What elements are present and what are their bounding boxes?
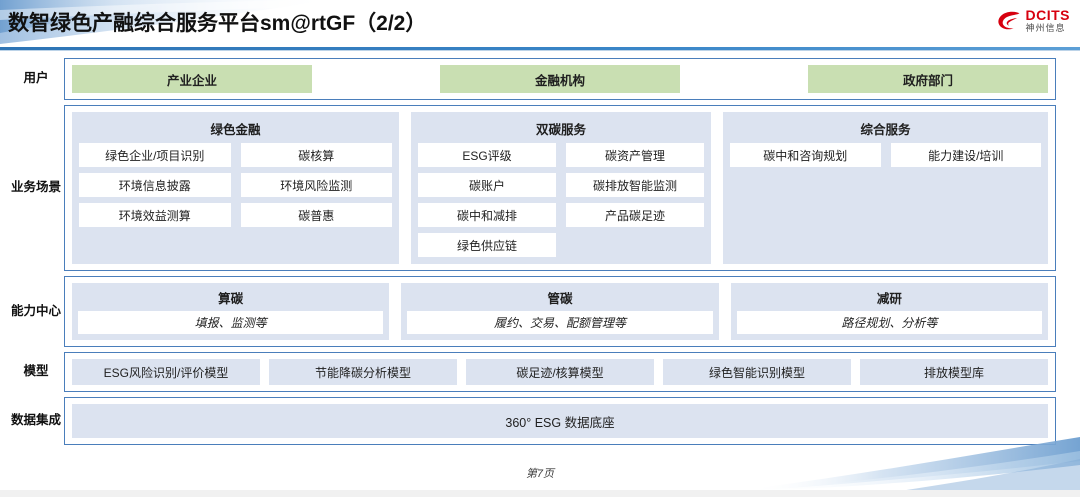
scenario-group-title: 综合服务 xyxy=(860,123,911,137)
model-box-carbon-footprint[interactable]: 碳足迹/核算模型 xyxy=(466,359,654,385)
model-box-esg-risk[interactable]: ESG风险识别/评价模型 xyxy=(72,359,260,385)
capability-group-desc: 填报、监测等 xyxy=(78,311,384,334)
scenario-item[interactable]: 碳普惠 xyxy=(240,203,392,227)
scenario-item[interactable]: 环境效益测算 xyxy=(79,203,231,227)
scenario-item[interactable]: 碳账户 xyxy=(418,173,556,197)
layer-row-users: 用户 产业企业 金融机构 政府部门 xyxy=(8,58,1056,100)
scenario-item[interactable]: 碳排放智能监测 xyxy=(566,173,704,197)
capability-group-title: 管碳 xyxy=(547,292,573,306)
capability-group-emission-reduction[interactable]: 减研 路径规划、分析等 xyxy=(730,283,1048,340)
row-body-capability-center: 算碳 填报、监测等 管碳 履约、交易、配额管理等 减研 路径规划、分析等 xyxy=(64,276,1056,347)
capability-group-list: 算碳 填报、监测等 管碳 履约、交易、配额管理等 减研 路径规划、分析等 xyxy=(72,283,1048,340)
brand-logo: DCITS 神州信息 xyxy=(996,8,1071,33)
title-divider-secondary xyxy=(0,50,1080,51)
model-box-list: ESG风险识别/评价模型 节能降碳分析模型 碳足迹/核算模型 绿色智能识别模型 … xyxy=(72,359,1048,385)
scenario-item[interactable]: 环境风险监测 xyxy=(240,173,392,197)
scenario-item[interactable]: 绿色供应链 xyxy=(418,233,556,257)
row-label-users: 用户 xyxy=(23,71,49,86)
scenario-group-comprehensive: 综合服务 碳中和咨询规划 能力建设/培训 xyxy=(723,112,1048,264)
logo-name: DCITS xyxy=(1025,7,1070,23)
row-body-users: 产业企业 金融机构 政府部门 xyxy=(64,58,1056,100)
capability-group-desc: 路径规划、分析等 xyxy=(736,311,1042,334)
logo-wordmark: DCITS 神州信息 xyxy=(1026,8,1071,33)
scenario-group-green-finance: 绿色金融 绿色企业/项目识别 碳核算 环境信息披露 环境风险监测 环境效益测算 … xyxy=(72,112,399,264)
scenario-group-title: 双碳服务 xyxy=(535,123,586,137)
scenario-item[interactable]: 绿色企业/项目识别 xyxy=(79,143,231,167)
scenario-item[interactable]: 碳核算 xyxy=(240,143,392,167)
bottom-strip xyxy=(0,490,1080,497)
layer-row-capability-center: 能力中心 算碳 填报、监测等 管碳 履约、交易、配额管理等 减研 路径规划、分析… xyxy=(8,276,1056,347)
architecture-layers: 用户 产业企业 金融机构 政府部门 业务场景 绿色金融 绿色企业/项目识别 xyxy=(8,58,1056,450)
row-label-data-integration: 数据集成 xyxy=(10,413,61,428)
scenario-item-spacer xyxy=(730,173,881,197)
scenario-group-list: 绿色金融 绿色企业/项目识别 碳核算 环境信息披露 环境风险监测 环境效益测算 … xyxy=(72,112,1048,264)
logo-subtitle: 神州信息 xyxy=(1025,23,1066,33)
layer-row-data-integration: 数据集成 360° ESG 数据底座 xyxy=(8,397,1056,445)
scenario-item[interactable]: 环境信息披露 xyxy=(79,173,231,197)
row-label-model: 模型 xyxy=(23,364,49,379)
scenario-item-spacer xyxy=(891,173,1042,197)
user-box-industry[interactable]: 产业企业 xyxy=(72,65,312,93)
scenario-item-list: ESG评级 碳资产管理 碳账户 碳排放智能监测 碳中和减排 产品碳足迹 绿色供应… xyxy=(418,143,704,257)
scenario-item[interactable]: 能力建设/培训 xyxy=(890,143,1041,167)
capability-group-carbon-management[interactable]: 管碳 履约、交易、配额管理等 xyxy=(401,283,719,340)
scenario-item-spacer xyxy=(566,233,704,257)
scenario-item-spacer xyxy=(891,233,1042,257)
row-body-business-scenario: 绿色金融 绿色企业/项目识别 碳核算 环境信息披露 环境风险监测 环境效益测算 … xyxy=(64,105,1056,271)
scenario-item-list: 绿色企业/项目识别 碳核算 环境信息披露 环境风险监测 环境效益测算 碳普惠 xyxy=(79,143,392,257)
page-title: 数智绿色产融综合服务平台sm@rtGF（2/2） xyxy=(8,12,427,35)
scenario-item[interactable]: ESG评级 xyxy=(418,143,556,167)
scenario-item[interactable]: 碳资产管理 xyxy=(566,143,704,167)
scenario-item[interactable]: 碳中和减排 xyxy=(418,203,556,227)
scenario-item[interactable]: 碳中和咨询规划 xyxy=(730,143,881,167)
row-body-model: ESG风险识别/评价模型 节能降碳分析模型 碳足迹/核算模型 绿色智能识别模型 … xyxy=(64,352,1056,392)
page-footer: 第7页 xyxy=(525,468,555,480)
scenario-item-spacer xyxy=(730,233,881,257)
scenario-item-list: 碳中和咨询规划 能力建设/培训 xyxy=(730,143,1041,257)
row-label-business-scenario: 业务场景 xyxy=(10,180,61,195)
model-box-energy-saving[interactable]: 节能降碳分析模型 xyxy=(269,359,457,385)
data-foundation-bar[interactable]: 360° ESG 数据底座 xyxy=(72,404,1048,438)
scenario-item-spacer xyxy=(241,233,393,257)
user-box-government[interactable]: 政府部门 xyxy=(808,65,1048,93)
capability-group-desc: 履约、交易、配额管理等 xyxy=(407,311,713,334)
scenario-item-spacer xyxy=(891,203,1042,227)
scenario-item[interactable]: 产品碳足迹 xyxy=(566,203,704,227)
row-body-data-integration: 360° ESG 数据底座 xyxy=(64,397,1056,445)
row-label-capability-center: 能力中心 xyxy=(10,303,61,318)
scenario-group-dual-carbon: 双碳服务 ESG评级 碳资产管理 碳账户 碳排放智能监测 碳中和减排 产品碳足迹… xyxy=(411,112,711,264)
scenario-group-title: 绿色金融 xyxy=(210,123,261,137)
capability-group-title: 算碳 xyxy=(218,292,244,306)
capability-group-title: 减研 xyxy=(876,292,902,306)
layer-row-business-scenario: 业务场景 绿色金融 绿色企业/项目识别 碳核算 环境信息披露 环境风险监测 环境… xyxy=(8,105,1056,271)
dcits-swirl-icon xyxy=(996,10,1022,32)
model-box-green-recognition[interactable]: 绿色智能识别模型 xyxy=(663,359,851,385)
scenario-item-spacer xyxy=(79,233,231,257)
capability-group-carbon-accounting[interactable]: 算碳 填报、监测等 xyxy=(72,283,390,340)
user-box-financial[interactable]: 金融机构 xyxy=(440,65,680,93)
model-box-emission-library[interactable]: 排放模型库 xyxy=(860,359,1048,385)
title-divider xyxy=(0,47,1080,50)
scenario-item-spacer xyxy=(730,203,881,227)
layer-row-model: 模型 ESG风险识别/评价模型 节能降碳分析模型 碳足迹/核算模型 绿色智能识别… xyxy=(8,352,1056,392)
user-box-list: 产业企业 金融机构 政府部门 xyxy=(72,65,1048,93)
